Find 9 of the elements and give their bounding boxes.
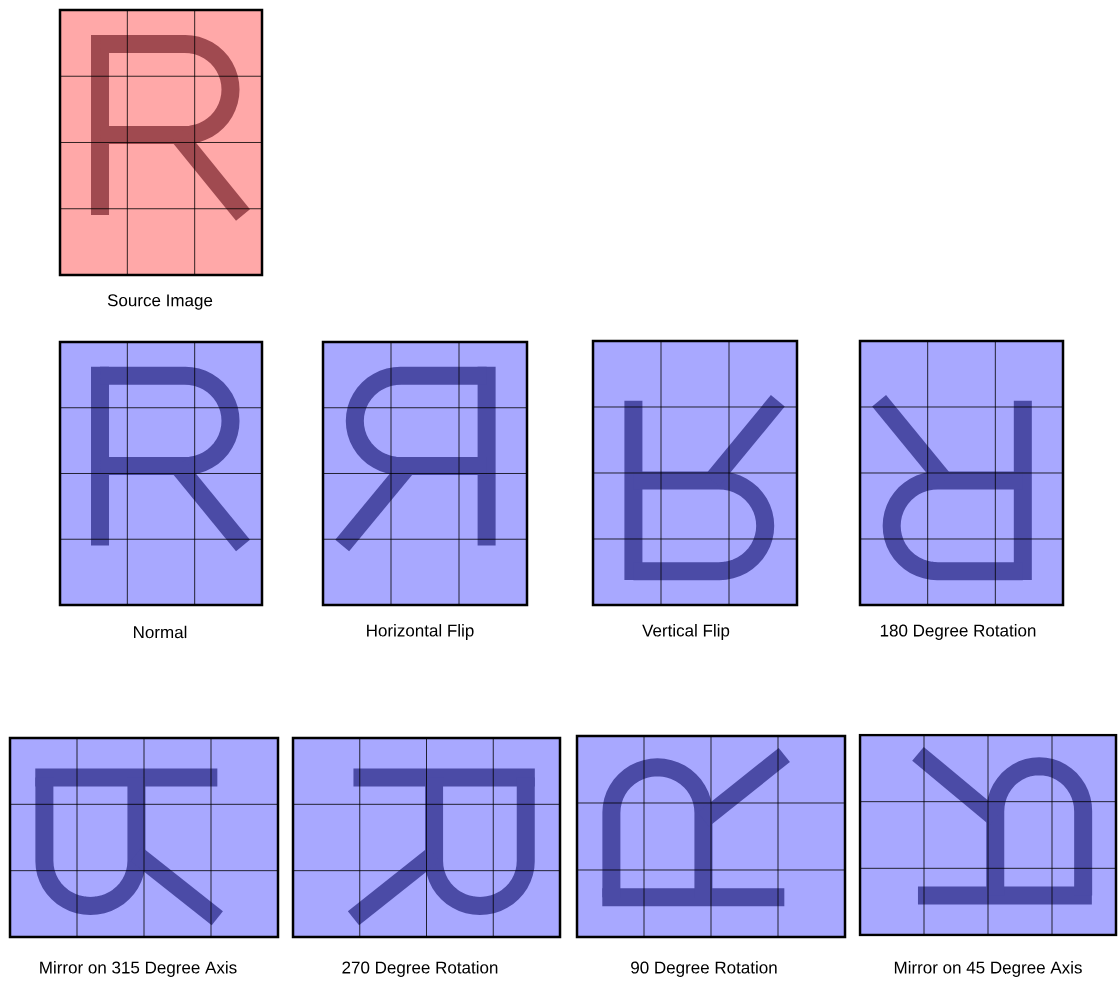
caption: Mirror on 45 Degree Axis (894, 961, 1082, 977)
caption: Horizontal Flip (367, 624, 474, 640)
caption: 90 Degree Rotation (631, 961, 777, 977)
caption: Normal (134, 625, 187, 639)
caption: Vertical Flip (642, 624, 730, 640)
caption: 270 Degree Rotation (342, 961, 498, 977)
caption: 180 Degree Rotation (880, 624, 1036, 640)
caption: Source Image (107, 294, 213, 310)
caption: Mirror on 315 Degree Axis (40, 961, 237, 977)
